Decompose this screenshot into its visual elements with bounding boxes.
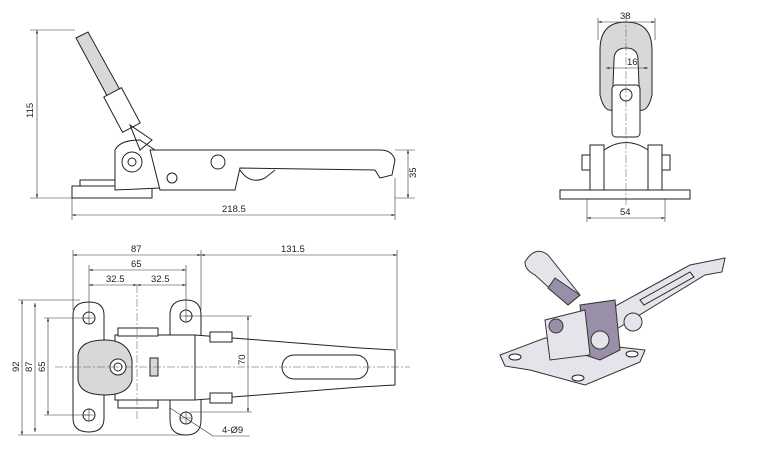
dim-plan-87-vertical: 87 <box>24 361 35 372</box>
plan-view: 87 131.5 65 32.5 32.5 92 87 65 70 4-Ø9 <box>11 244 410 437</box>
dim-plan-32-5-left: 32.5 <box>106 274 125 285</box>
dim-front-54: 54 <box>620 207 631 218</box>
dim-plan-87-horizontal: 87 <box>131 244 142 255</box>
side-view: 115 35 218.5 <box>25 29 419 220</box>
plan-handle <box>77 339 133 396</box>
dim-side-height-35: 35 <box>408 167 419 178</box>
dim-plan-65-horizontal: 65 <box>131 259 142 270</box>
dim-plan-65-vertical: 65 <box>37 361 48 372</box>
dim-front-16: 16 <box>627 57 638 68</box>
dim-plan-70: 70 <box>237 354 248 365</box>
isometric-view <box>499 250 726 386</box>
dim-front-38: 38 <box>620 11 631 22</box>
dim-side-length-218-5: 218.5 <box>222 204 246 215</box>
front-base-plate <box>559 189 691 200</box>
side-lever-arm <box>149 149 396 191</box>
front-view: 38 16 54 <box>559 11 691 222</box>
dim-plan-32-5-right: 32.5 <box>151 274 170 285</box>
dim-plan-holes-4-d9: 4-Ø9 <box>222 425 243 436</box>
dim-plan-92: 92 <box>11 361 22 372</box>
dim-plan-131-5: 131.5 <box>281 244 305 255</box>
dim-side-height-115: 115 <box>25 103 36 118</box>
